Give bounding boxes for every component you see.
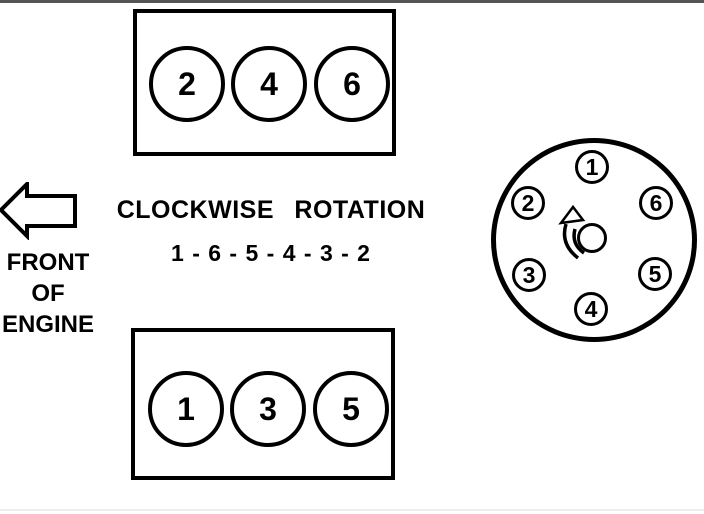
bottom-divider-rule: [0, 509, 704, 511]
cylinder-circle-6: 6: [314, 46, 390, 122]
distributor-terminal-5: 5: [638, 257, 672, 291]
front-label-line2: OF: [31, 280, 65, 307]
firing-order-text: 1 - 6 - 5 - 4 - 3 - 2: [171, 240, 371, 266]
top-cylinder-bank: 2 4 6: [133, 9, 396, 156]
cylinder-circle-1: 1: [148, 371, 224, 447]
bottom-cylinder-bank: 1 3 5: [131, 328, 395, 480]
distributor-rotor-hub: [577, 223, 607, 253]
front-direction-arrow-icon: [0, 182, 77, 240]
front-label-line3: ENGINE: [1, 311, 94, 338]
cylinder-circle-5: 5: [313, 371, 389, 447]
front-label-line1: FRONT: [6, 249, 90, 276]
distributor-terminal-6: 6: [639, 186, 673, 220]
cylinder-circle-2: 2: [149, 46, 225, 122]
distributor-terminal-1: 1: [575, 150, 609, 184]
distributor-terminal-4: 4: [574, 292, 608, 326]
front-of-engine-label: FRONT OF ENGINE: [0, 247, 96, 340]
cylinder-circle-4: 4: [231, 46, 307, 122]
rotor-rotation-arrow-icon: [558, 204, 586, 260]
cylinder-circle-3: 3: [230, 371, 306, 447]
distributor-terminal-2: 2: [511, 186, 545, 220]
distributor-terminal-3: 3: [512, 258, 546, 292]
top-divider-rule: [0, 0, 704, 3]
rotation-direction-label: CLOCKWISE ROTATION: [116, 196, 426, 224]
